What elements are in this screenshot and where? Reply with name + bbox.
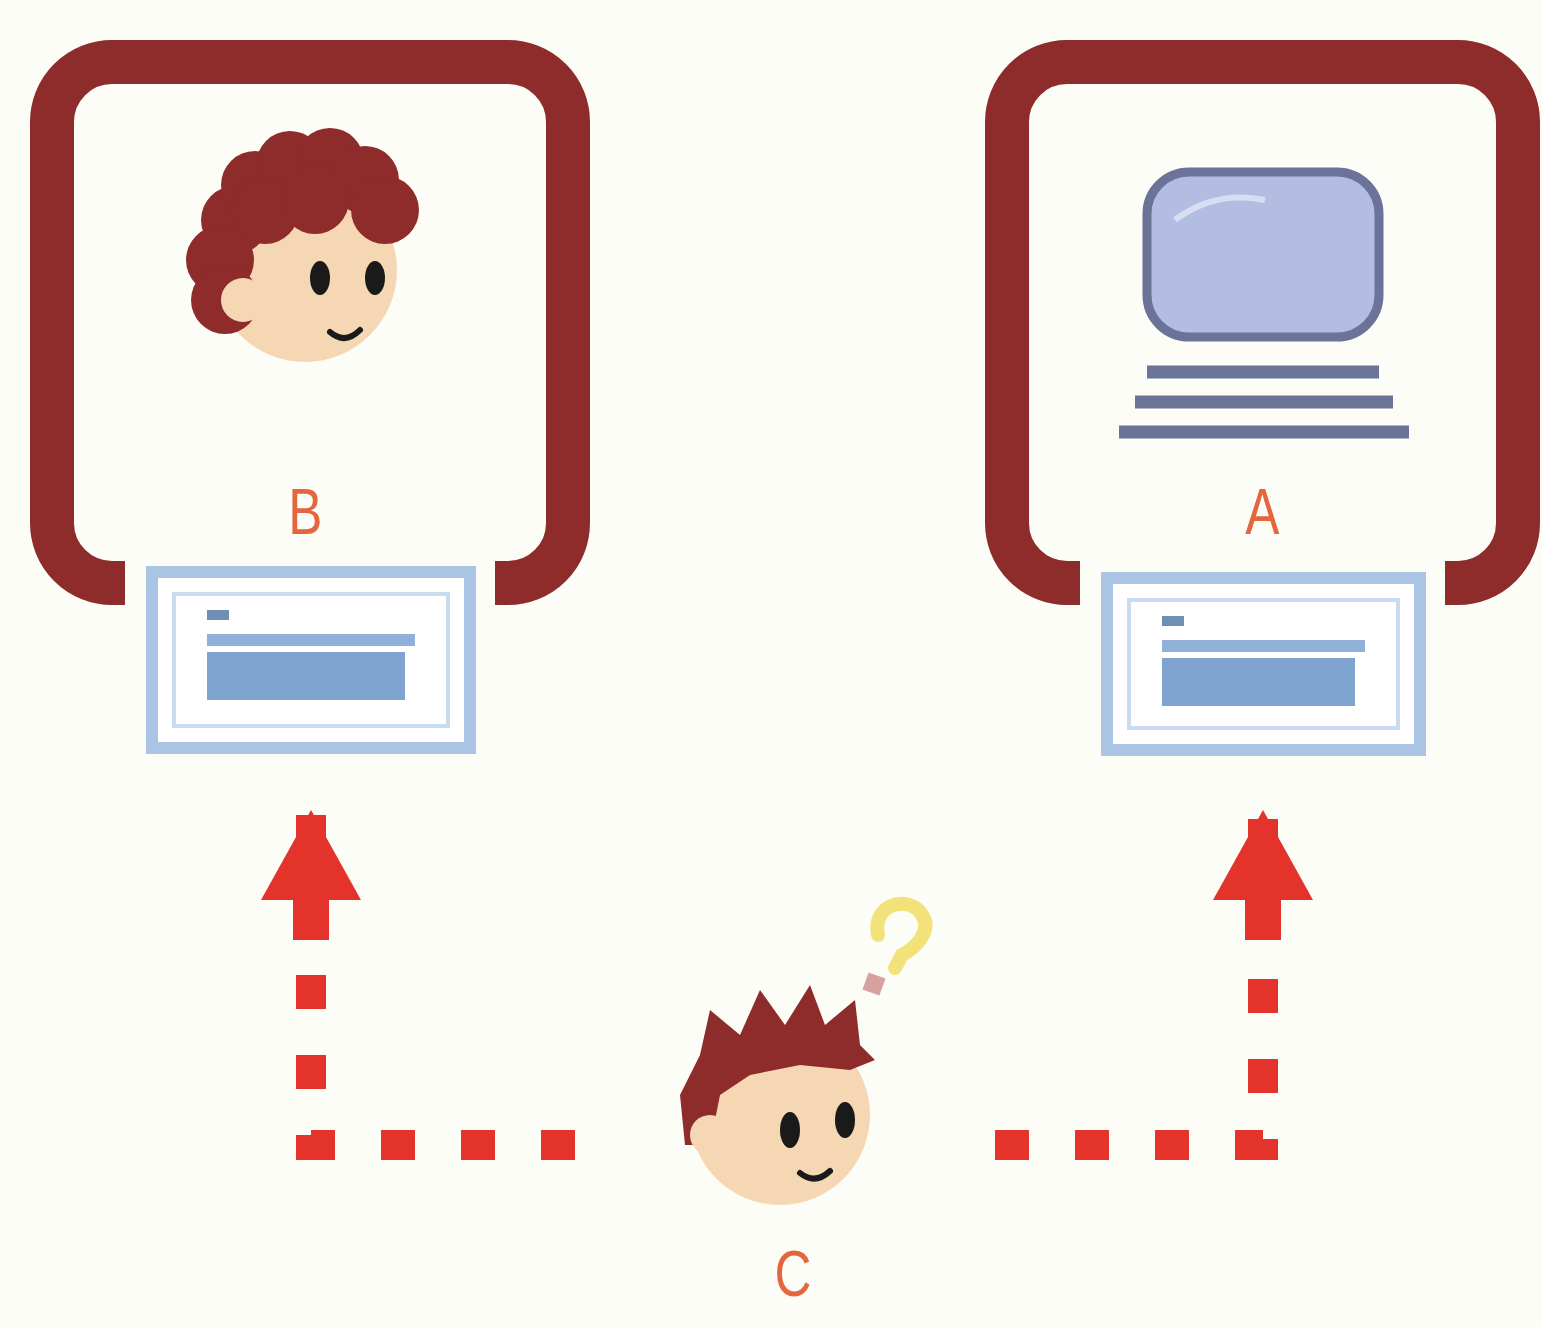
- room-wall: [52, 62, 568, 583]
- person-head: [680, 985, 875, 1205]
- node-label: A: [1245, 480, 1279, 544]
- person-figure: C: [575, 980, 995, 1320]
- node-label: C: [775, 1242, 812, 1306]
- dotted-arrow: [311, 810, 575, 1145]
- node-illustration: [985, 40, 1540, 810]
- computer-icon: [1119, 172, 1409, 432]
- terminal-screen: [1107, 578, 1420, 750]
- room-wall: [1007, 62, 1518, 583]
- question-mark: [862, 904, 925, 996]
- room-box: A: [985, 40, 1540, 810]
- node-label: B: [288, 480, 322, 544]
- terminal-screen: [152, 572, 470, 748]
- person-head: [186, 128, 419, 362]
- node-illustration: [30, 40, 590, 810]
- room-box: B: [30, 40, 590, 810]
- dotted-arrow: [995, 810, 1263, 1145]
